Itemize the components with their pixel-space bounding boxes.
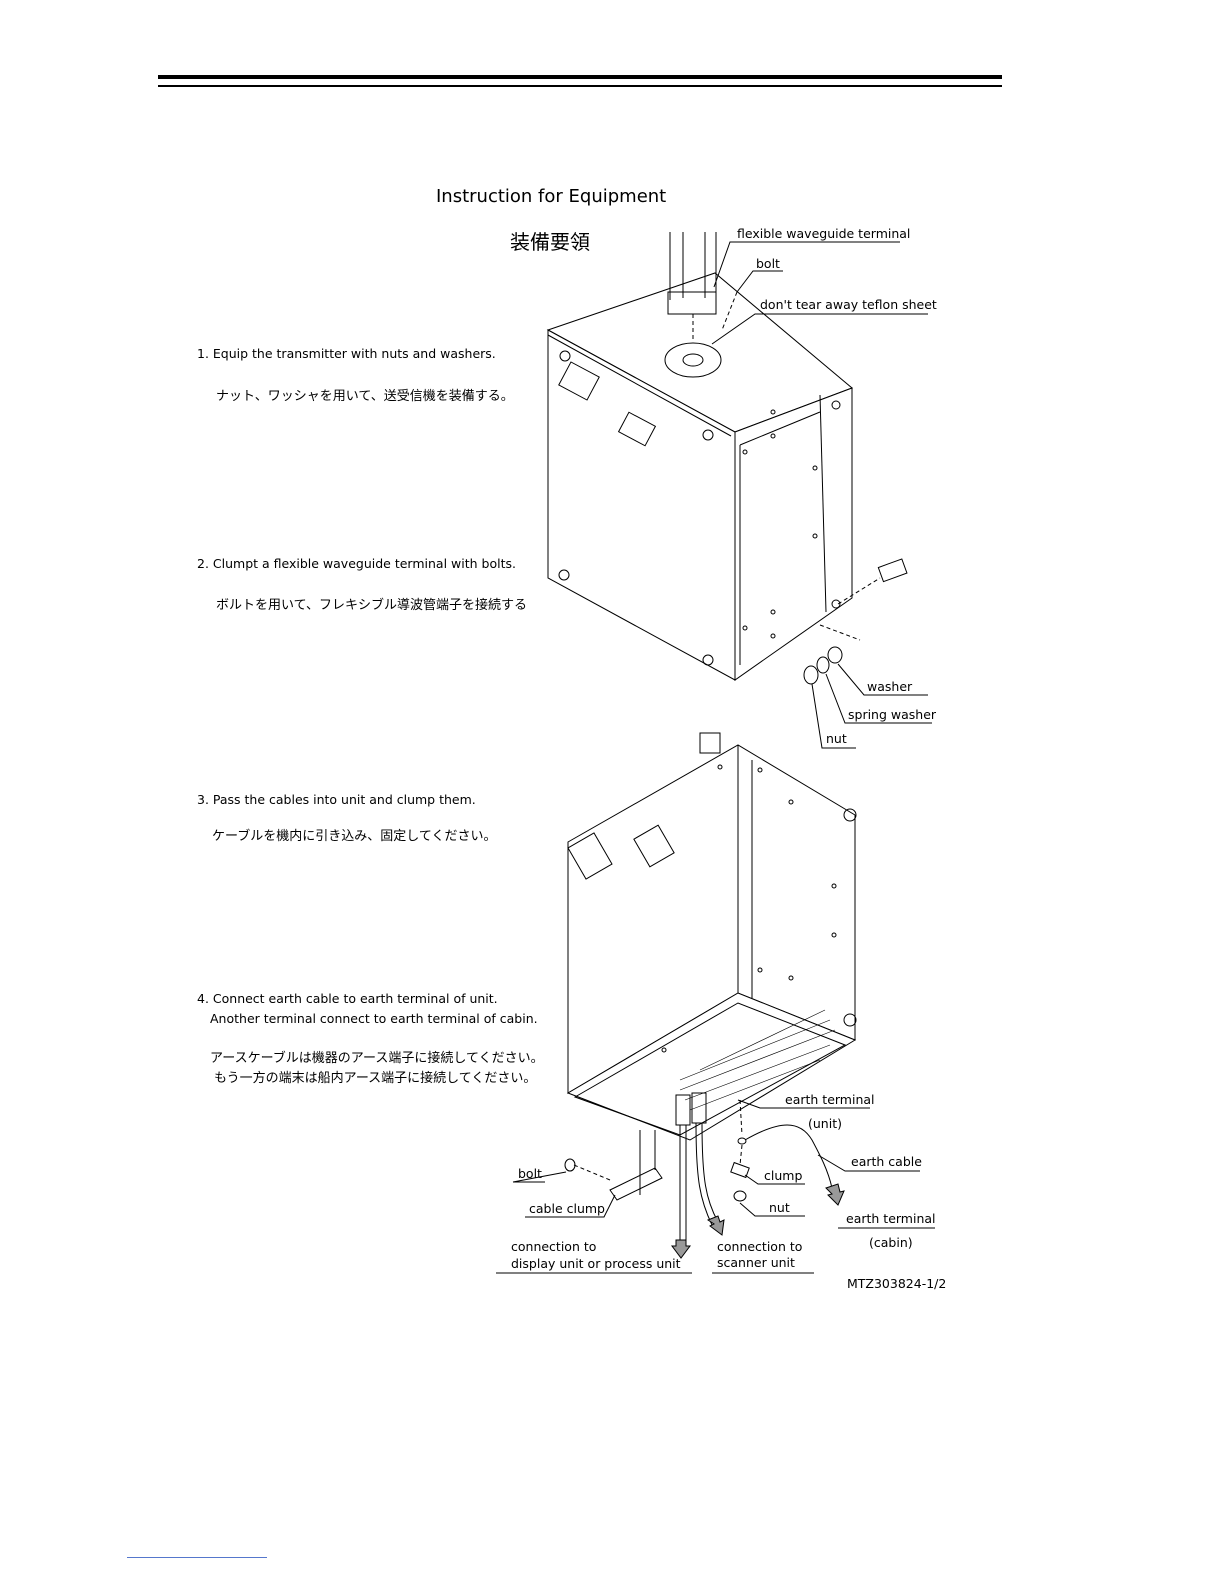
label-earth-terminal-cabin-sub: (cabin) xyxy=(869,1235,913,1250)
header-rule-thick xyxy=(158,75,1002,79)
step-4-text-jp: アースケーブルは機器のアース端子に接続してください。 xyxy=(210,1051,544,1066)
label-teflon-sheet: don't tear away teflon sheet xyxy=(760,297,937,312)
label-earth-cable: earth cable xyxy=(851,1154,922,1169)
label-spring-washer: spring washer xyxy=(848,707,937,722)
label-bolt-top: bolt xyxy=(756,256,780,271)
label-washer: washer xyxy=(867,679,913,694)
label-nut-top: nut xyxy=(826,731,847,746)
step-1-text-jp: ナット、ワッシャを用いて、送受信機を装備する。 xyxy=(216,389,514,404)
label-bolt-bottom: bolt xyxy=(518,1166,542,1181)
label-earth-terminal-unit: earth terminal xyxy=(785,1092,875,1107)
step-3-text: 3. Pass the cables into unit and clump t… xyxy=(197,792,476,807)
drawing-number: MTZ303824-1/2 xyxy=(847,1276,947,1291)
label-nut-bottom: nut xyxy=(769,1200,790,1215)
label-clump: clump xyxy=(764,1168,803,1183)
step-4-text: 4. Connect earth cable to earth terminal… xyxy=(197,991,498,1006)
step-2-text: 2. Clumpt a flexible waveguide terminal … xyxy=(197,556,516,571)
label-cable-clump: cable clump xyxy=(529,1201,605,1216)
step-3-text-jp: ケーブルを機内に引き込み、固定してください。 xyxy=(212,829,497,844)
page-title: Instruction for Equipment xyxy=(436,186,667,207)
header-rule-thin xyxy=(158,85,1002,87)
footnote-separator xyxy=(127,1557,267,1558)
label-earth-terminal-unit-sub: (unit) xyxy=(808,1116,842,1131)
label-connection-display-1: connection to xyxy=(511,1239,597,1254)
step-4-text-jp-line2: もう一方の端末は船内アース端子に接続してください。 xyxy=(214,1071,537,1086)
label-connection-display-2: display unit or process unit xyxy=(511,1256,681,1271)
label-connection-scanner-1: connection to xyxy=(717,1239,803,1254)
step-4-text-line2: Another terminal connect to earth termin… xyxy=(210,1011,538,1026)
step-2-text-jp: ボルトを用いて、フレキシブル導波管端子を接続する xyxy=(216,598,527,613)
label-flexible-waveguide-terminal: flexible waveguide terminal xyxy=(737,226,911,241)
page-title-jp: 装備要領 xyxy=(510,230,590,254)
label-connection-scanner-2: scanner unit xyxy=(717,1255,795,1270)
step-1-text: 1. Equip the transmitter with nuts and w… xyxy=(197,346,496,361)
label-earth-terminal-cabin: earth terminal xyxy=(846,1211,936,1226)
